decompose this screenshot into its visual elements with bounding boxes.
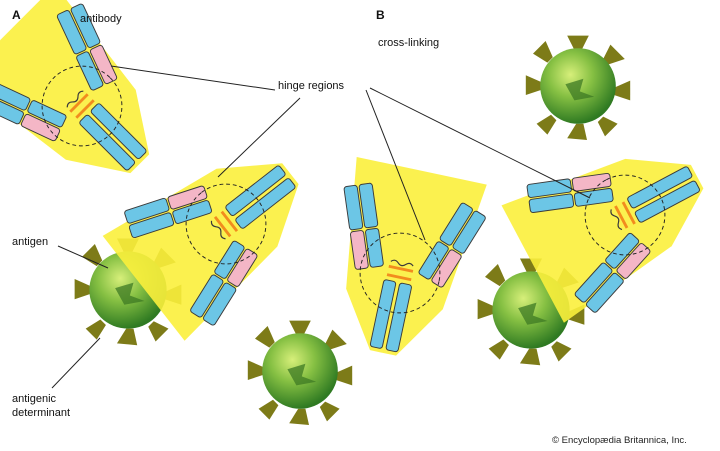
panel-b-letter: B [376, 8, 385, 22]
leader-lines [51, 65, 591, 389]
antibody-a1 [0, 0, 192, 216]
antigen-b-top [525, 35, 631, 140]
panel-b-title: cross-linking [378, 37, 440, 49]
antigenic-determinant-label-1: antigenic [12, 393, 57, 405]
antigen-label: antigen [12, 236, 49, 248]
antigenic-determinant-label-2: determinant [12, 407, 71, 419]
panel-a-title: antibody [80, 13, 122, 25]
copyright-credit: © Encyclopædia Britannica, Inc. [552, 435, 687, 446]
panel-a-letter: A [12, 8, 21, 22]
antigen-b-left [247, 320, 353, 425]
hinge-regions-label: hinge regions [278, 80, 345, 92]
